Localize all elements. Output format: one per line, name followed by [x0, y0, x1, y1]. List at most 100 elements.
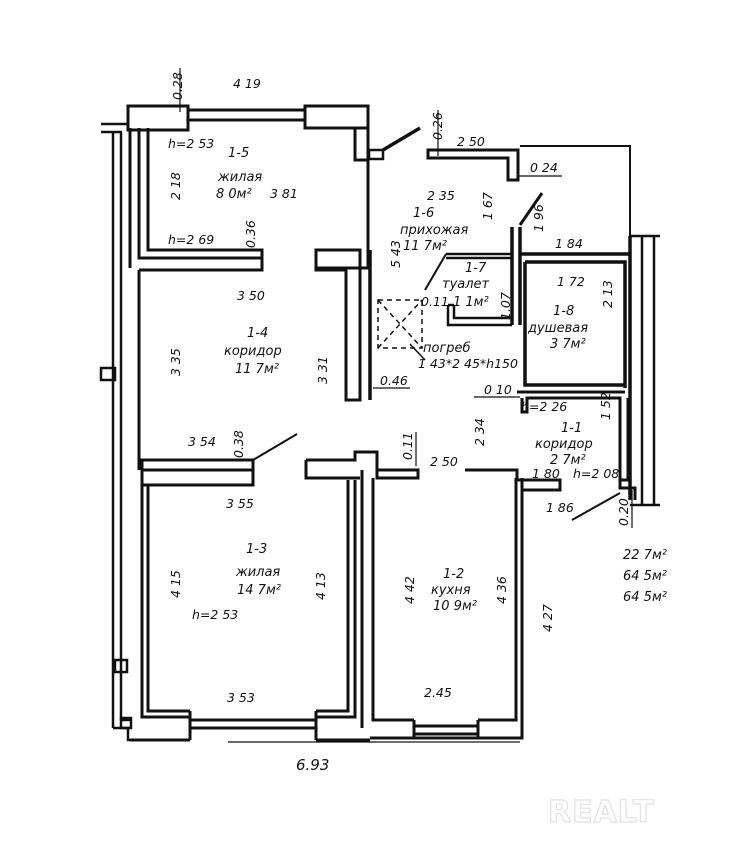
cellar-leader	[409, 343, 426, 361]
room-1-8-dim-1-84: 1 84	[555, 236, 583, 251]
room-1-3-area: 14 7м²	[237, 583, 281, 598]
room-1-4-dim-bottom: 3 54	[188, 434, 216, 449]
total-area-1: 22 7м²	[623, 548, 667, 563]
room-1-6-dim-top: 2 35	[427, 188, 455, 203]
cellar-label: погреб	[423, 341, 471, 356]
room-1-7-dim-right: 1.07	[498, 292, 513, 320]
total-area-3: 64 5м²	[623, 590, 667, 605]
door-swing-1-7	[424, 253, 447, 291]
left-wall-bump-2	[113, 658, 129, 674]
room-1-2-dim-wall: 0.11	[400, 432, 415, 460]
room-1-1-dim-right: 1 52	[598, 392, 613, 420]
entry-dim-wall: 0.26	[430, 112, 445, 140]
room-1-6-dim-right: 1 67	[480, 192, 495, 220]
cellar-size: 1 43*2 45*h150	[418, 356, 518, 371]
door-swing-1-3	[252, 433, 298, 461]
room-1-8-name: душевая	[527, 321, 588, 336]
room-1-5-dim-left: 2 18	[168, 172, 183, 200]
outer-right-wall	[630, 234, 660, 507]
room-1-3-name: жилая	[235, 565, 280, 580]
room-1-4-name: коридор	[224, 344, 282, 359]
dim-bottom-width: 6.93	[296, 756, 329, 774]
room-1-2-dim-right: 4 36	[494, 576, 509, 604]
room-1-7-dim-wall: 0.11	[421, 294, 449, 309]
room-1-1-dim-1-86: 1 86	[546, 500, 574, 515]
room-1-2-dim-top: 2 50	[430, 454, 458, 469]
room-1-3-dim-right: 4 13	[313, 572, 328, 600]
dim-top-width: 4 19	[233, 76, 261, 91]
room-1-6-id: 1-6	[413, 206, 434, 221]
room-1-1-dim-wall: 0.20	[616, 498, 631, 526]
entry-dim-width: 2 50	[457, 134, 485, 149]
entry-door-swing	[382, 126, 421, 152]
partition-1-4-1-3	[140, 458, 255, 487]
watermark-logo: REALT	[548, 795, 654, 830]
hall-annex-outline	[520, 145, 631, 236]
room-1-4-dim-top: 3 50	[237, 288, 265, 303]
corridor-1-4-walls	[137, 248, 362, 470]
room-1-3-height: h=2 53	[192, 607, 238, 622]
room-1-1-dim-0-10: 0 10	[484, 382, 512, 397]
room-1-2-dim-bottom: 2.45	[424, 685, 452, 700]
room-1-6-area: 11 7м²	[403, 239, 447, 254]
room-1-5-height: h=2 53	[168, 136, 214, 151]
room-1-1-dim-1-80: 1 80	[532, 466, 560, 481]
room-1-5-dim-wall: 0.36	[243, 220, 258, 248]
room-1-8-dim-top: 1 72	[557, 274, 585, 289]
left-wall-bump	[99, 366, 117, 382]
room-1-4-dim-0-46: 0.46	[380, 373, 408, 388]
door-swing-1-8	[518, 192, 544, 226]
kitchen-right-partition	[465, 468, 562, 492]
room-1-1-height: h=2 26	[521, 399, 567, 414]
room-1-4-id: 1-4	[247, 326, 268, 341]
room-1-8-dim-1-96: 1 96	[531, 204, 546, 232]
room-1-4-dim-wall: 0.38	[231, 430, 246, 458]
room-1-3-dim-left: 4 15	[168, 570, 183, 598]
room-1-7-id: 1-7	[465, 261, 487, 276]
top-wall-room-1-5	[126, 104, 370, 132]
room-1-5-height-2: h=2 69	[168, 232, 214, 247]
partition-kitchen-top	[304, 450, 420, 480]
walls	[99, 68, 660, 743]
room-1-3-dim-top: 3 55	[226, 496, 254, 511]
door-swing-entry	[571, 492, 621, 521]
room-1-4-area: 11 7м²	[235, 362, 279, 377]
labels: 4 19 0.28 6.93 h=2 53 1-5 жилая 8 0м² 3 …	[168, 72, 667, 830]
room-1-1-id: 1-1	[561, 421, 582, 436]
room-1-5-walls	[137, 128, 370, 272]
room-1-8-dim-right: 2 13	[600, 280, 615, 308]
room-1-2-name: кухня	[431, 583, 471, 598]
room-1-5-id: 1-5	[228, 146, 249, 161]
cellar-hatch	[377, 299, 423, 349]
room-1-6-name: прихожая	[400, 223, 469, 238]
entry-dim-side: 0 24	[530, 160, 558, 175]
room-1-3-walls	[140, 480, 357, 740]
room-1-4-dim-left: 3 35	[168, 348, 183, 376]
room-1-3-dim-bottom: 3 53	[227, 690, 255, 705]
hall-right-wall	[510, 227, 522, 325]
total-area-2: 64 5м²	[623, 569, 667, 584]
room-1-8-id: 1-8	[553, 304, 574, 319]
room-1-8-area: 3 7м²	[550, 337, 586, 352]
room-1-4-dim-right: 3 31	[315, 356, 330, 384]
outer-left-wall	[101, 122, 138, 742]
room-1-2-dim-outer: 4 27	[540, 604, 555, 632]
room-1-5-dim-right: 3 81	[270, 186, 298, 201]
room-1-5-name: жилая	[217, 170, 262, 185]
room-1-8-walls	[520, 236, 632, 500]
room-1-2-dim-left: 4 42	[402, 576, 417, 604]
room-1-1-area: 2 7м²	[550, 453, 586, 468]
room-1-2-id: 1-2	[443, 567, 464, 582]
room-1-1-walls	[517, 390, 637, 500]
room-1-1-name: коридор	[535, 437, 593, 452]
room-1-6-dim-left: 5 43	[388, 240, 403, 268]
room-1-7-name: туалет	[442, 277, 490, 292]
room-1-1-dim-left: 2 34	[472, 418, 487, 446]
dim-top-wall: 0.28	[170, 72, 185, 100]
room-1-2-area: 10 9м²	[433, 599, 477, 614]
room-1-5-area: 8 0м²	[216, 187, 252, 202]
room-1-7-area: 1 1м²	[453, 295, 489, 310]
left-wall-bump-3	[119, 716, 133, 730]
hall-1-6-top-wall	[426, 148, 520, 182]
